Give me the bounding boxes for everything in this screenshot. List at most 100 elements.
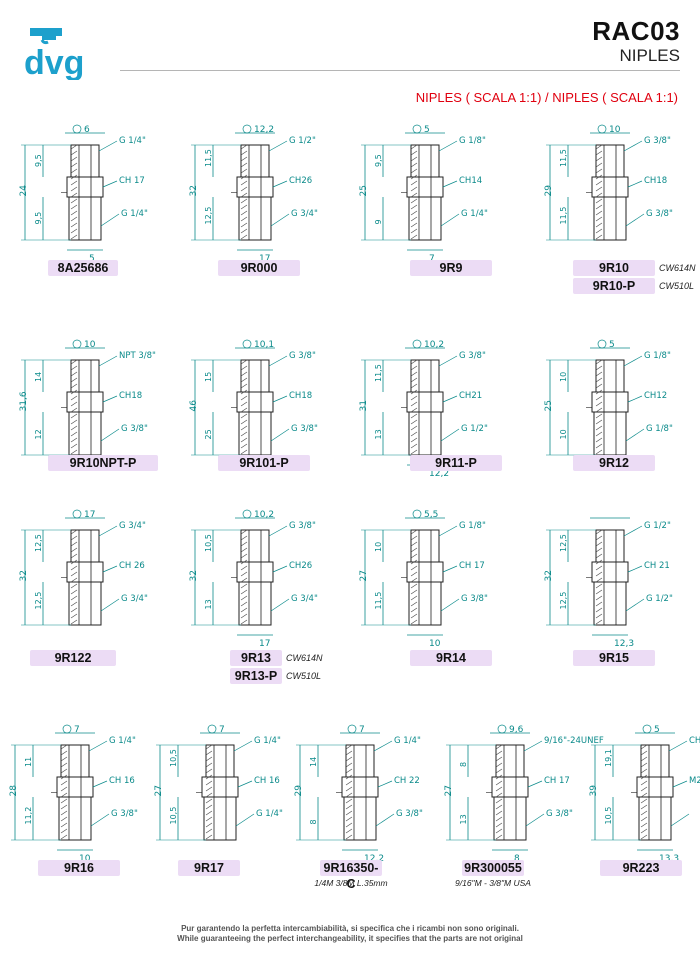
dimension-lines — [361, 347, 460, 456]
part-code-badge: 9R14 — [410, 650, 492, 666]
part-code-badge: 9R10NPT-P — [48, 455, 158, 471]
upper-length: 9,5 — [34, 154, 43, 167]
top-diameter: 9,6 — [509, 725, 524, 735]
top-diameter: 6 — [84, 125, 90, 135]
diameter-symbol — [242, 124, 252, 134]
dimension-lines — [546, 132, 645, 241]
dimension-lines — [191, 517, 290, 626]
hex-size: CH 17 — [119, 176, 145, 186]
total-length: 25 — [359, 185, 369, 196]
top-thread: G 1/2" — [289, 136, 316, 146]
hex-size: CH26 — [289, 176, 312, 186]
catalog-subtitle: NIPLES — [619, 46, 680, 65]
part-code-badge: 9R122 — [30, 650, 116, 666]
material-note: CW614N — [659, 263, 696, 273]
bottom-thread: G 3/8" — [646, 209, 673, 219]
lower-length: 12,5 — [559, 592, 568, 610]
top-diameter: 5 — [654, 725, 660, 735]
total-length: 24 — [19, 185, 29, 197]
bottom-thread: G 3/8" — [291, 424, 318, 434]
lower-length: 13 — [204, 599, 213, 609]
scale-note: NIPLES ( SCALA 1:1) / NIPLES ( SCALA 1:1… — [415, 90, 678, 105]
part-subtitle: 9/16"M - 3/8"M USA — [455, 878, 531, 888]
diameter-symbol — [242, 339, 252, 349]
dimension-lines — [546, 347, 645, 456]
hex-size: CH 26 — [119, 561, 145, 571]
diameter-symbol — [242, 509, 252, 519]
bottom-thread: G 1/4" — [461, 209, 488, 219]
lower-length: 11,2 — [24, 807, 33, 825]
total-length: 27 — [444, 785, 454, 796]
part-code-badge: 9R10 — [573, 260, 655, 276]
top-thread: G 1/4" — [119, 136, 146, 146]
hex-size: CH 16 — [254, 776, 280, 786]
upper-length: 11,5 — [374, 364, 383, 382]
top-thread: G 1/2" — [644, 521, 671, 531]
diameter-symbol — [412, 339, 422, 349]
dimension-lines — [11, 732, 110, 841]
part-code-badge: 9R000 — [218, 260, 300, 276]
upper-length: 10 — [374, 542, 383, 552]
bottom-thread: G 1/2" — [461, 424, 488, 434]
hex-size: CH26 — [289, 561, 312, 571]
upper-length: 14 — [309, 757, 318, 767]
top-diameter: 7 — [74, 725, 80, 735]
top-diameter: 12,2 — [254, 125, 274, 135]
bottom-diameter: 17 — [259, 639, 270, 649]
bottom-diameter: 5 — [89, 254, 95, 264]
lower-length: 25 — [204, 429, 213, 439]
fitting-shape — [401, 144, 444, 241]
top-thread: G 3/8" — [289, 351, 316, 361]
total-length: 32 — [189, 185, 199, 196]
total-length: 29 — [544, 185, 554, 197]
top-diameter: 17 — [84, 510, 95, 520]
top-thread: G 1/4" — [394, 736, 421, 746]
bottom-thread: G 3/8" — [121, 424, 148, 434]
material-note-variant: CW510L — [286, 671, 322, 681]
bottom-thread: G 3/4" — [291, 209, 318, 219]
hex-size: CH 22 — [394, 776, 420, 786]
hex-size: CH 17 — [459, 561, 485, 571]
top-diameter: 5 — [609, 340, 615, 350]
bottom-diameter: 10 — [79, 854, 91, 864]
part-code-badge: 9R300055 — [462, 860, 524, 876]
dimension-lines — [191, 132, 290, 241]
top-diameter: 10 — [84, 340, 96, 350]
bottom-diameter: 8 — [514, 854, 520, 864]
upper-length: 11,5 — [559, 149, 568, 167]
lower-length: 9,5 — [34, 212, 43, 225]
part-code-badge: 9R15 — [573, 650, 655, 666]
lower-length: 11,5 — [559, 207, 568, 225]
dimension-lines — [296, 732, 395, 841]
bottom-thread: G 3/4" — [121, 594, 148, 604]
top-diameter: 10,1 — [254, 340, 274, 350]
top-thread: G 3/8" — [289, 521, 316, 531]
top-diameter: 10,2 — [424, 340, 444, 350]
hex-size: M20x1 — [689, 776, 700, 786]
upper-length: 9,5 — [374, 154, 383, 167]
fitting-shape — [231, 359, 274, 456]
bottom-diameter: 17 — [259, 254, 270, 264]
part-code-badge: 9R101-P — [218, 455, 310, 471]
part-code-badge: 9R9 — [410, 260, 492, 276]
part-code-badge: 9R16 — [38, 860, 120, 876]
upper-length: 15 — [204, 372, 213, 382]
upper-length: 10 — [559, 372, 568, 382]
total-length: 32 — [19, 570, 29, 581]
top-thread: G 1/8" — [459, 521, 486, 531]
bottom-diameter: 12,3 — [614, 639, 634, 649]
